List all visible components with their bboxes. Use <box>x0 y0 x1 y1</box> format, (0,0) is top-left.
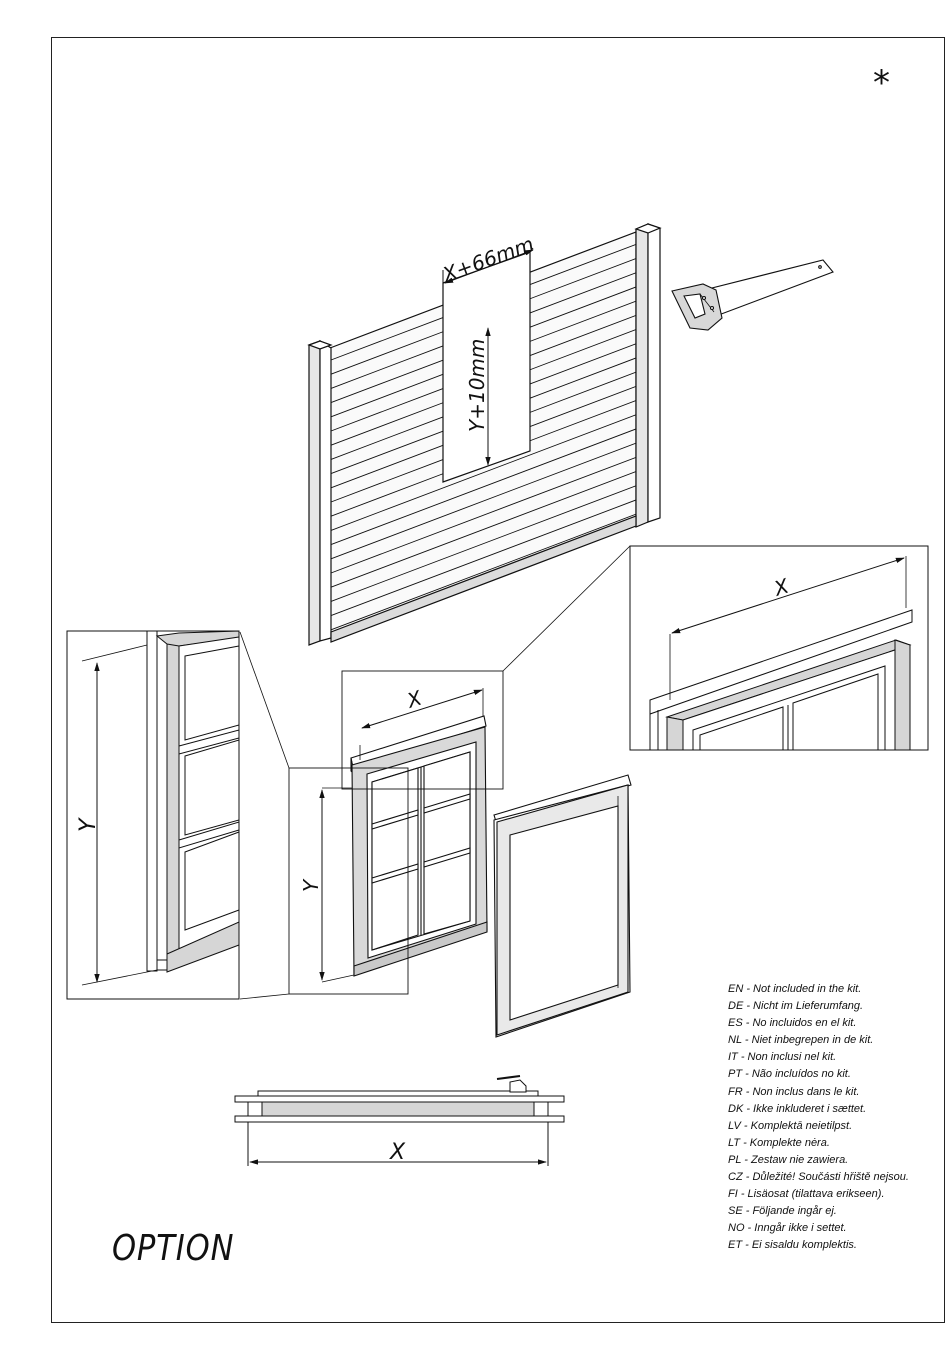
note-line: IT - Non inclusi nel kit. <box>728 1051 837 1064</box>
plank-line <box>529 329 637 371</box>
door-panel <box>493 774 632 1038</box>
saw-icon <box>671 259 834 331</box>
note-line: PL - Zestaw nie zawiera. <box>728 1153 849 1166</box>
plank-line <box>330 442 637 560</box>
left-detail-height-label: Y <box>76 817 101 832</box>
note-line: ES - No incluidos en el kit. <box>728 1017 857 1030</box>
plank-line <box>330 402 444 446</box>
plank-line <box>330 473 444 517</box>
plank-line <box>330 499 637 617</box>
plan-width-label: X <box>389 1140 406 1165</box>
note-line: NL - Niet inbegrepen in de kit. <box>728 1034 874 1047</box>
plank-line <box>330 414 637 531</box>
plank-line <box>330 317 444 361</box>
note-line: EN - Not included in the kit. <box>728 983 862 995</box>
note-line: DE - Nicht im Lieferumfang. <box>728 1000 864 1013</box>
note-line: FR - Non inclus dans le kit. <box>728 1085 860 1098</box>
detail-connector-lines <box>239 545 631 1000</box>
note-line: ET - Ei sisaldu komplektis. <box>728 1239 857 1252</box>
note-line: DK - Ikke inkluderet i sættet. <box>728 1102 867 1115</box>
top-detail-marker-box <box>341 670 504 790</box>
center-height-label: Y <box>299 878 323 892</box>
plank-line <box>330 428 637 546</box>
plank-line <box>330 359 444 404</box>
not-included-notes: EN - Not included in the kit. DE - Nicht… <box>728 981 909 1255</box>
plank-line <box>529 286 637 328</box>
plank-line <box>529 243 637 285</box>
note-line: CZ - Důležité! Součásti hřiště nejsou. <box>728 1171 909 1184</box>
plank-line <box>529 258 637 300</box>
plank-line <box>529 400 637 442</box>
opening-height-dimension: Y+10mm <box>465 327 491 466</box>
opening-height-label: Y+10mm <box>465 339 489 432</box>
plank-line <box>529 371 637 413</box>
plank-line <box>529 272 637 314</box>
plank-line <box>330 430 444 475</box>
plank-line <box>330 456 637 574</box>
note-line: PT - Não incluídos no kit. <box>728 1068 851 1081</box>
note-line: SE - Följande ingår ej. <box>728 1205 837 1218</box>
note-line: LV - Komplektā neietilpst. <box>728 1119 853 1132</box>
asterisk-mark: * <box>873 63 890 103</box>
plank-line <box>330 485 637 602</box>
plank-line <box>529 300 637 342</box>
plank-line <box>330 331 444 375</box>
note-line: FI - Lisäosat (tilattava erikseen). <box>728 1188 885 1201</box>
plank-line <box>330 444 444 489</box>
plank-line <box>330 459 444 503</box>
note-line: LT - Komplekte nėra. <box>728 1136 830 1149</box>
side-detail-marker-box <box>288 767 409 995</box>
note-line: NO - Inngår ikke i settet. <box>728 1222 847 1235</box>
wall-panel <box>307 223 662 646</box>
left-detail-view: Y <box>66 630 240 1000</box>
center-height-dimension: Y <box>299 787 355 983</box>
plank-line <box>330 471 637 588</box>
plan-view <box>234 1075 565 1166</box>
drawing-frame <box>51 37 945 1323</box>
plank-line <box>529 343 637 385</box>
plank-line <box>330 373 444 418</box>
handle-icon <box>509 1079 527 1093</box>
plank-line <box>330 416 444 460</box>
plank-line <box>529 314 637 356</box>
right-detail-view: X <box>629 545 929 751</box>
plank-line <box>529 385 637 427</box>
plank-line <box>529 357 637 399</box>
plank-line <box>330 388 444 432</box>
plank-line <box>330 513 637 631</box>
plank-line <box>330 345 444 389</box>
option-label: OPTION <box>112 1228 235 1269</box>
center-width-label: X <box>403 685 426 713</box>
window-frame-assembly <box>350 715 488 977</box>
